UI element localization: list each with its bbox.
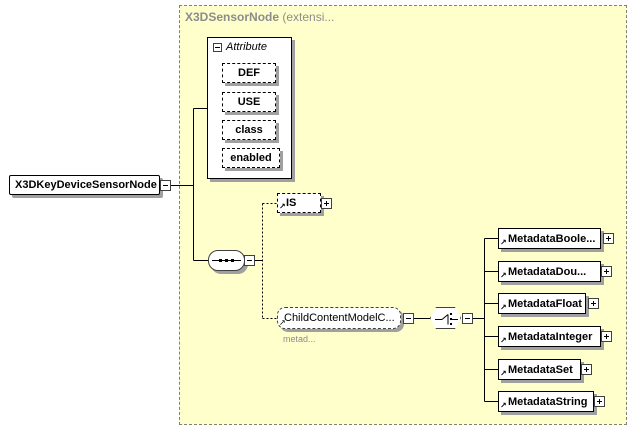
- collapse-icon[interactable]: [403, 313, 414, 324]
- choice-compositor[interactable]: [430, 307, 461, 329]
- expand-icon[interactable]: [594, 396, 605, 407]
- metadata-element-node[interactable]: ↗ MetadataInteger: [498, 326, 601, 347]
- reference-arrow-icon: ↗: [500, 369, 507, 378]
- type-region-title: X3DSensorNode (extensi...: [185, 10, 335, 24]
- reference-arrow-icon: ↗: [279, 202, 286, 211]
- metadata-element-label: MetadataFloat: [508, 297, 582, 310]
- sequence-icon: [212, 259, 241, 262]
- attribute-group-label: Attribute: [226, 41, 267, 53]
- collapse-icon[interactable]: [213, 42, 222, 52]
- metadata-element-label: MetadataString: [508, 395, 588, 408]
- expand-icon[interactable]: [601, 331, 612, 342]
- metadata-element-label: MetadataDou...: [508, 265, 587, 278]
- metadata-element-label: MetadataInteger: [508, 330, 593, 343]
- group-reference-label: ChildContentModelC...: [284, 312, 395, 324]
- collapse-icon[interactable]: [244, 255, 255, 266]
- expand-icon[interactable]: [588, 298, 599, 309]
- attribute-group-header[interactable]: Attribute: [213, 41, 267, 53]
- root-element-node[interactable]: X3DKeyDeviceSensorNode: [9, 175, 160, 195]
- expand-icon[interactable]: [321, 198, 332, 209]
- attribute-enabled[interactable]: enabled: [222, 148, 280, 168]
- expand-icon[interactable]: [603, 233, 614, 244]
- reference-arrow-icon: ↗: [279, 318, 286, 327]
- reference-arrow-icon: ↗: [500, 401, 507, 410]
- reference-arrow-icon: ↗: [500, 336, 507, 345]
- metadata-element-label: MetadataBoole...: [508, 232, 596, 245]
- choice-icon: [435, 313, 458, 325]
- metadata-element-label: MetadataSet: [508, 363, 573, 376]
- attribute-use[interactable]: USE: [222, 92, 276, 112]
- is-element-node[interactable]: ↗ IS: [277, 193, 321, 213]
- collapse-icon[interactable]: [462, 313, 473, 324]
- is-element-label: IS: [286, 197, 297, 209]
- expand-icon[interactable]: [601, 266, 612, 277]
- group-reference-node[interactable]: ↗ ChildContentModelC...: [277, 307, 401, 329]
- metadata-element-node[interactable]: ↗ MetadataSet: [498, 359, 581, 380]
- reference-arrow-icon: ↗: [500, 303, 507, 312]
- reference-arrow-icon: ↗: [500, 271, 507, 280]
- metadata-element-node[interactable]: ↗ MetadataString: [498, 391, 594, 412]
- attribute-def[interactable]: DEF: [222, 63, 276, 83]
- sequence-compositor[interactable]: [208, 250, 245, 271]
- reference-arrow-icon: ↗: [500, 238, 507, 247]
- attribute-class[interactable]: class: [222, 120, 276, 140]
- group-annotation: metad...: [283, 334, 316, 344]
- collapse-icon[interactable]: [160, 180, 171, 191]
- root-element-label: X3DKeyDeviceSensorNode: [15, 179, 157, 191]
- metadata-element-node[interactable]: ↗ MetadataFloat: [498, 293, 586, 314]
- expand-icon[interactable]: [581, 364, 592, 375]
- metadata-element-node[interactable]: ↗ MetadataBoole...: [498, 228, 601, 249]
- metadata-element-node[interactable]: ↗ MetadataDou...: [498, 261, 601, 282]
